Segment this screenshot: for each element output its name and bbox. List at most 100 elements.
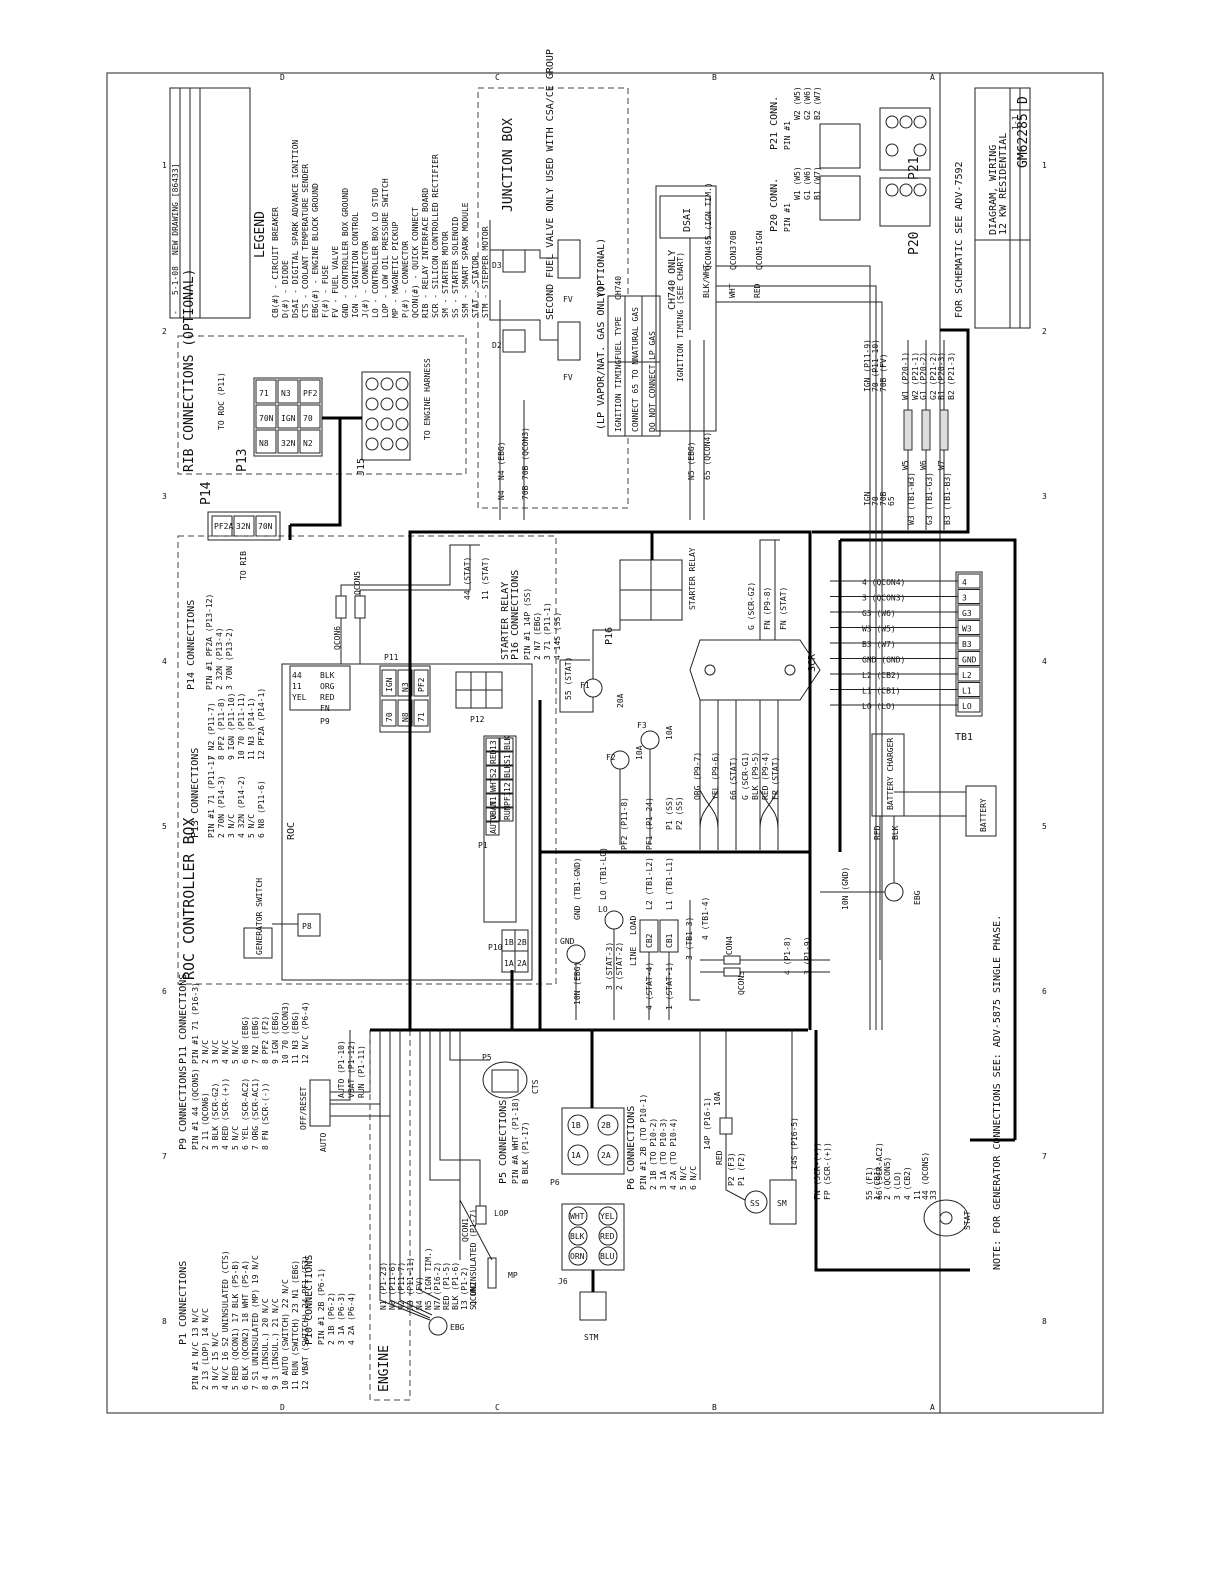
battery-section: BATTERY CHARGER BATTERY EBG RED BLK 10N … xyxy=(820,733,997,960)
p13-pin-label: N8 xyxy=(259,439,269,448)
zone-right-2: 2 xyxy=(1042,327,1047,336)
p9-conn-row: 2 11 (QCON6) xyxy=(201,1092,210,1150)
p11-pin-cell xyxy=(381,669,397,697)
legend-item: J(#) - CONNECTOR xyxy=(361,241,370,318)
p13-pin-cell xyxy=(277,379,299,404)
legend-item: LO - CONTROLLER BOX LO STUD xyxy=(371,188,380,318)
p1-conn-row: 3 N/C 15 N/C xyxy=(211,1332,220,1390)
p11-conn-row: 9 IGN (EBG) xyxy=(271,1011,280,1064)
scr-wire-red: RED (P9-4) xyxy=(761,752,770,800)
fuel-table-model: CH740 xyxy=(614,276,623,300)
stat-wire-label: 33 xyxy=(929,1190,938,1200)
j6-connector xyxy=(561,1203,625,1271)
drawing-rev: D xyxy=(1016,96,1031,104)
tb1-wire-label: LO (LO) xyxy=(862,702,896,711)
title-block-frame xyxy=(974,87,1031,329)
p10-pin-2a: 2A xyxy=(517,959,527,968)
p5-row-1: PIN #A WHT (P1-18) xyxy=(511,1097,520,1184)
circuit-breakers: GND LO CB2 CB1 LINE LOAD GND (TB1-GND) L… xyxy=(560,847,830,1020)
p10-conn-list: PIN #1 2B (P6-1)2 1B (P6-2)3 1A (P6-3)4 … xyxy=(317,1268,356,1345)
generator-switch-label: GENERATOR SWITCH xyxy=(255,878,264,955)
p10-pin-2b: 2B xyxy=(517,938,527,947)
ebg-charger xyxy=(884,882,904,902)
p1-pin-cell xyxy=(485,765,500,780)
stator-b1: B1 (P20-3) xyxy=(937,352,946,400)
legend-item: SSM - SMART SPARK MODULE xyxy=(461,202,470,318)
p1-conn-row: 7 S1 UNINSULATED (MP) 19 N/C xyxy=(251,1255,260,1390)
p6-conn-row: 4 2A (TO P10-4) xyxy=(669,1118,678,1190)
zone-side-3: 3 xyxy=(162,492,167,501)
stat-wire-label: 4 (CB2) xyxy=(903,1166,912,1200)
p11-conn-row: 8 PF2 (F2) xyxy=(261,1016,270,1064)
dsai-box xyxy=(659,195,711,239)
p21-title: P21 CONN. xyxy=(769,96,780,150)
zone-right-3: 3 xyxy=(1042,492,1047,501)
p11-conn-row: 4 N/C xyxy=(221,1040,230,1064)
p6-pin xyxy=(597,1144,619,1166)
p21-label: P21 xyxy=(907,157,922,180)
j6-pin xyxy=(598,1246,618,1266)
ss-label: SS xyxy=(750,1199,760,1208)
legend-item: P(#) - CONNECTOR xyxy=(401,241,410,318)
p1-pin-cell xyxy=(499,793,514,808)
qcon5-label: QCON5 xyxy=(755,246,764,270)
j6-pin-label: BLU xyxy=(600,1252,615,1261)
p13-conn-row: 12 PF2A (P14-1) xyxy=(257,688,266,760)
p20-pin2: G1 (W6) xyxy=(803,166,812,200)
p1-pin-cell xyxy=(485,751,500,766)
switch-wire-vbat: VBAT (P1-12) xyxy=(347,1040,356,1098)
dsai-label: DSAI xyxy=(682,208,693,232)
p13-pin-label: N2 xyxy=(303,439,313,448)
legend-item: GND - CONTROLLER BOX GROUND xyxy=(341,188,350,318)
starter-wire-red: RED xyxy=(715,1150,724,1165)
p5-cts: P5 CTS P5 CONNECTIONS PIN #A WHT (P1-18)… xyxy=(482,1053,540,1184)
zone-right-6: 6 xyxy=(1042,987,1047,996)
junction-box-lp-note: (LP VAPOR/NAT. GAS ONLY) xyxy=(596,286,607,431)
bk-wire-4tb1: 4 (TB1-4) xyxy=(701,897,710,940)
bundle-70: 70 xyxy=(871,496,880,506)
p11-conn-row: 10 70 (QCON3) xyxy=(281,1001,290,1064)
stator-w7: W7 xyxy=(937,460,946,470)
scr-wire-yel: YEL (P9-6) xyxy=(711,752,720,800)
zone-top-d: D xyxy=(280,73,285,82)
stat-wire-label: 55 (F1) xyxy=(865,1166,874,1200)
rib-connections: RIB CONNECTIONS (OPTIONAL) TO ROC (P11) … xyxy=(177,269,467,527)
p1-pin-label: RED xyxy=(489,749,498,764)
j15-pin xyxy=(365,397,379,411)
p5-label: P5 xyxy=(482,1053,492,1062)
tb1-terminal-label: 4 xyxy=(962,578,967,587)
engine-wire-label: N8 (P11-6) xyxy=(388,1262,397,1310)
p21-pin1: W2 (W5) xyxy=(793,86,802,120)
legend-item: EBG(#) - ENGINE BLOCK GROUND xyxy=(311,183,320,318)
p9-pin-label: 11 xyxy=(292,682,302,691)
legend-item: SS - STARTER SOLENOID xyxy=(451,217,460,318)
engine-wire-label: BLK (P1-6) xyxy=(451,1262,460,1310)
cts-label: CTS xyxy=(531,1079,540,1094)
p20-pin-header: PIN #1 xyxy=(783,203,792,232)
engine-wire-label: N2 (P11-7) xyxy=(397,1262,406,1310)
p1-conn-row: 6 BLK (QCON2) 18 WHT (P5-A) xyxy=(241,1260,250,1390)
p11-conn-row: PIN #1 71 (P16-3) xyxy=(191,982,200,1064)
note: NOTE: FOR GENERATOR CONNECTIONS SEE: ADV… xyxy=(992,915,1003,1270)
roc-label: ROC xyxy=(286,822,297,840)
legend-item: D(#) - DIODE xyxy=(281,260,290,318)
generator-switch[interactable] xyxy=(243,927,273,959)
p1-pin-label: S1 xyxy=(503,754,512,764)
junction-box-optional: (OPTIONAL) xyxy=(596,238,607,298)
stator-g1: G1 (P20-2) xyxy=(919,352,928,400)
sheet-border xyxy=(106,72,1104,1414)
off-reset-switch-body[interactable] xyxy=(309,1079,331,1127)
title-block: DIAGRAM, WIRING 12 KW RESIDENTIAL GM6228… xyxy=(974,87,1031,329)
battery xyxy=(965,785,997,837)
p6-conn-title: P6 CONNECTIONS xyxy=(626,1106,637,1190)
zone-side-5: 5 xyxy=(162,822,167,831)
lop-label: LOP xyxy=(494,1209,509,1218)
tb1-wire-label: L1 (CB1) xyxy=(862,687,901,696)
j15-pin xyxy=(380,437,394,451)
p14-pin-cell xyxy=(255,515,277,537)
fuse-wire-p1: P1 (SS) xyxy=(665,796,674,830)
legend-item: DSAI - DIGITAL SPARK ADVANCE IGNITION xyxy=(291,140,300,318)
